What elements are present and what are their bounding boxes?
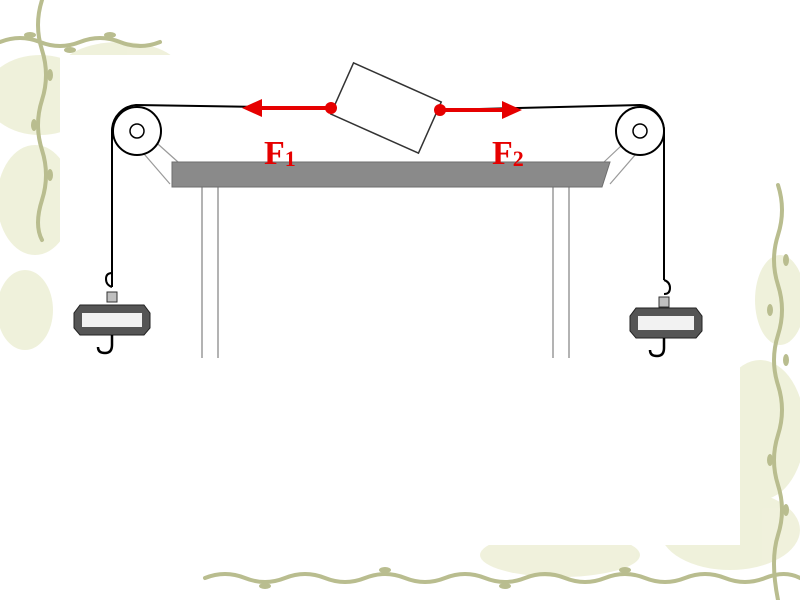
force-arrow-left: [242, 99, 337, 117]
pulley-left: [112, 106, 162, 156]
force-point-left: [325, 102, 337, 114]
vine-right: [772, 183, 784, 600]
weight-left: [73, 272, 151, 355]
vine-leaves-decoration: [24, 32, 789, 589]
card: [329, 61, 443, 155]
force-label-right-main: F: [492, 135, 513, 172]
force-label-left-subscript: 1: [285, 146, 296, 171]
weight-right: [629, 279, 703, 358]
vine-top-left: [0, 36, 162, 48]
vine-left: [36, 0, 48, 242]
vine-bottom: [203, 572, 800, 584]
table-top: [171, 161, 611, 188]
force-point-right: [434, 104, 446, 116]
table-legs: [201, 187, 570, 358]
pulley-right: [615, 106, 665, 156]
force-label-right-subscript: 2: [513, 146, 524, 171]
force-label-left-main: F: [264, 135, 285, 172]
force-label-right: F2: [492, 135, 524, 172]
force-label-left: F1: [264, 135, 296, 172]
force-arrow-right: [434, 101, 522, 119]
